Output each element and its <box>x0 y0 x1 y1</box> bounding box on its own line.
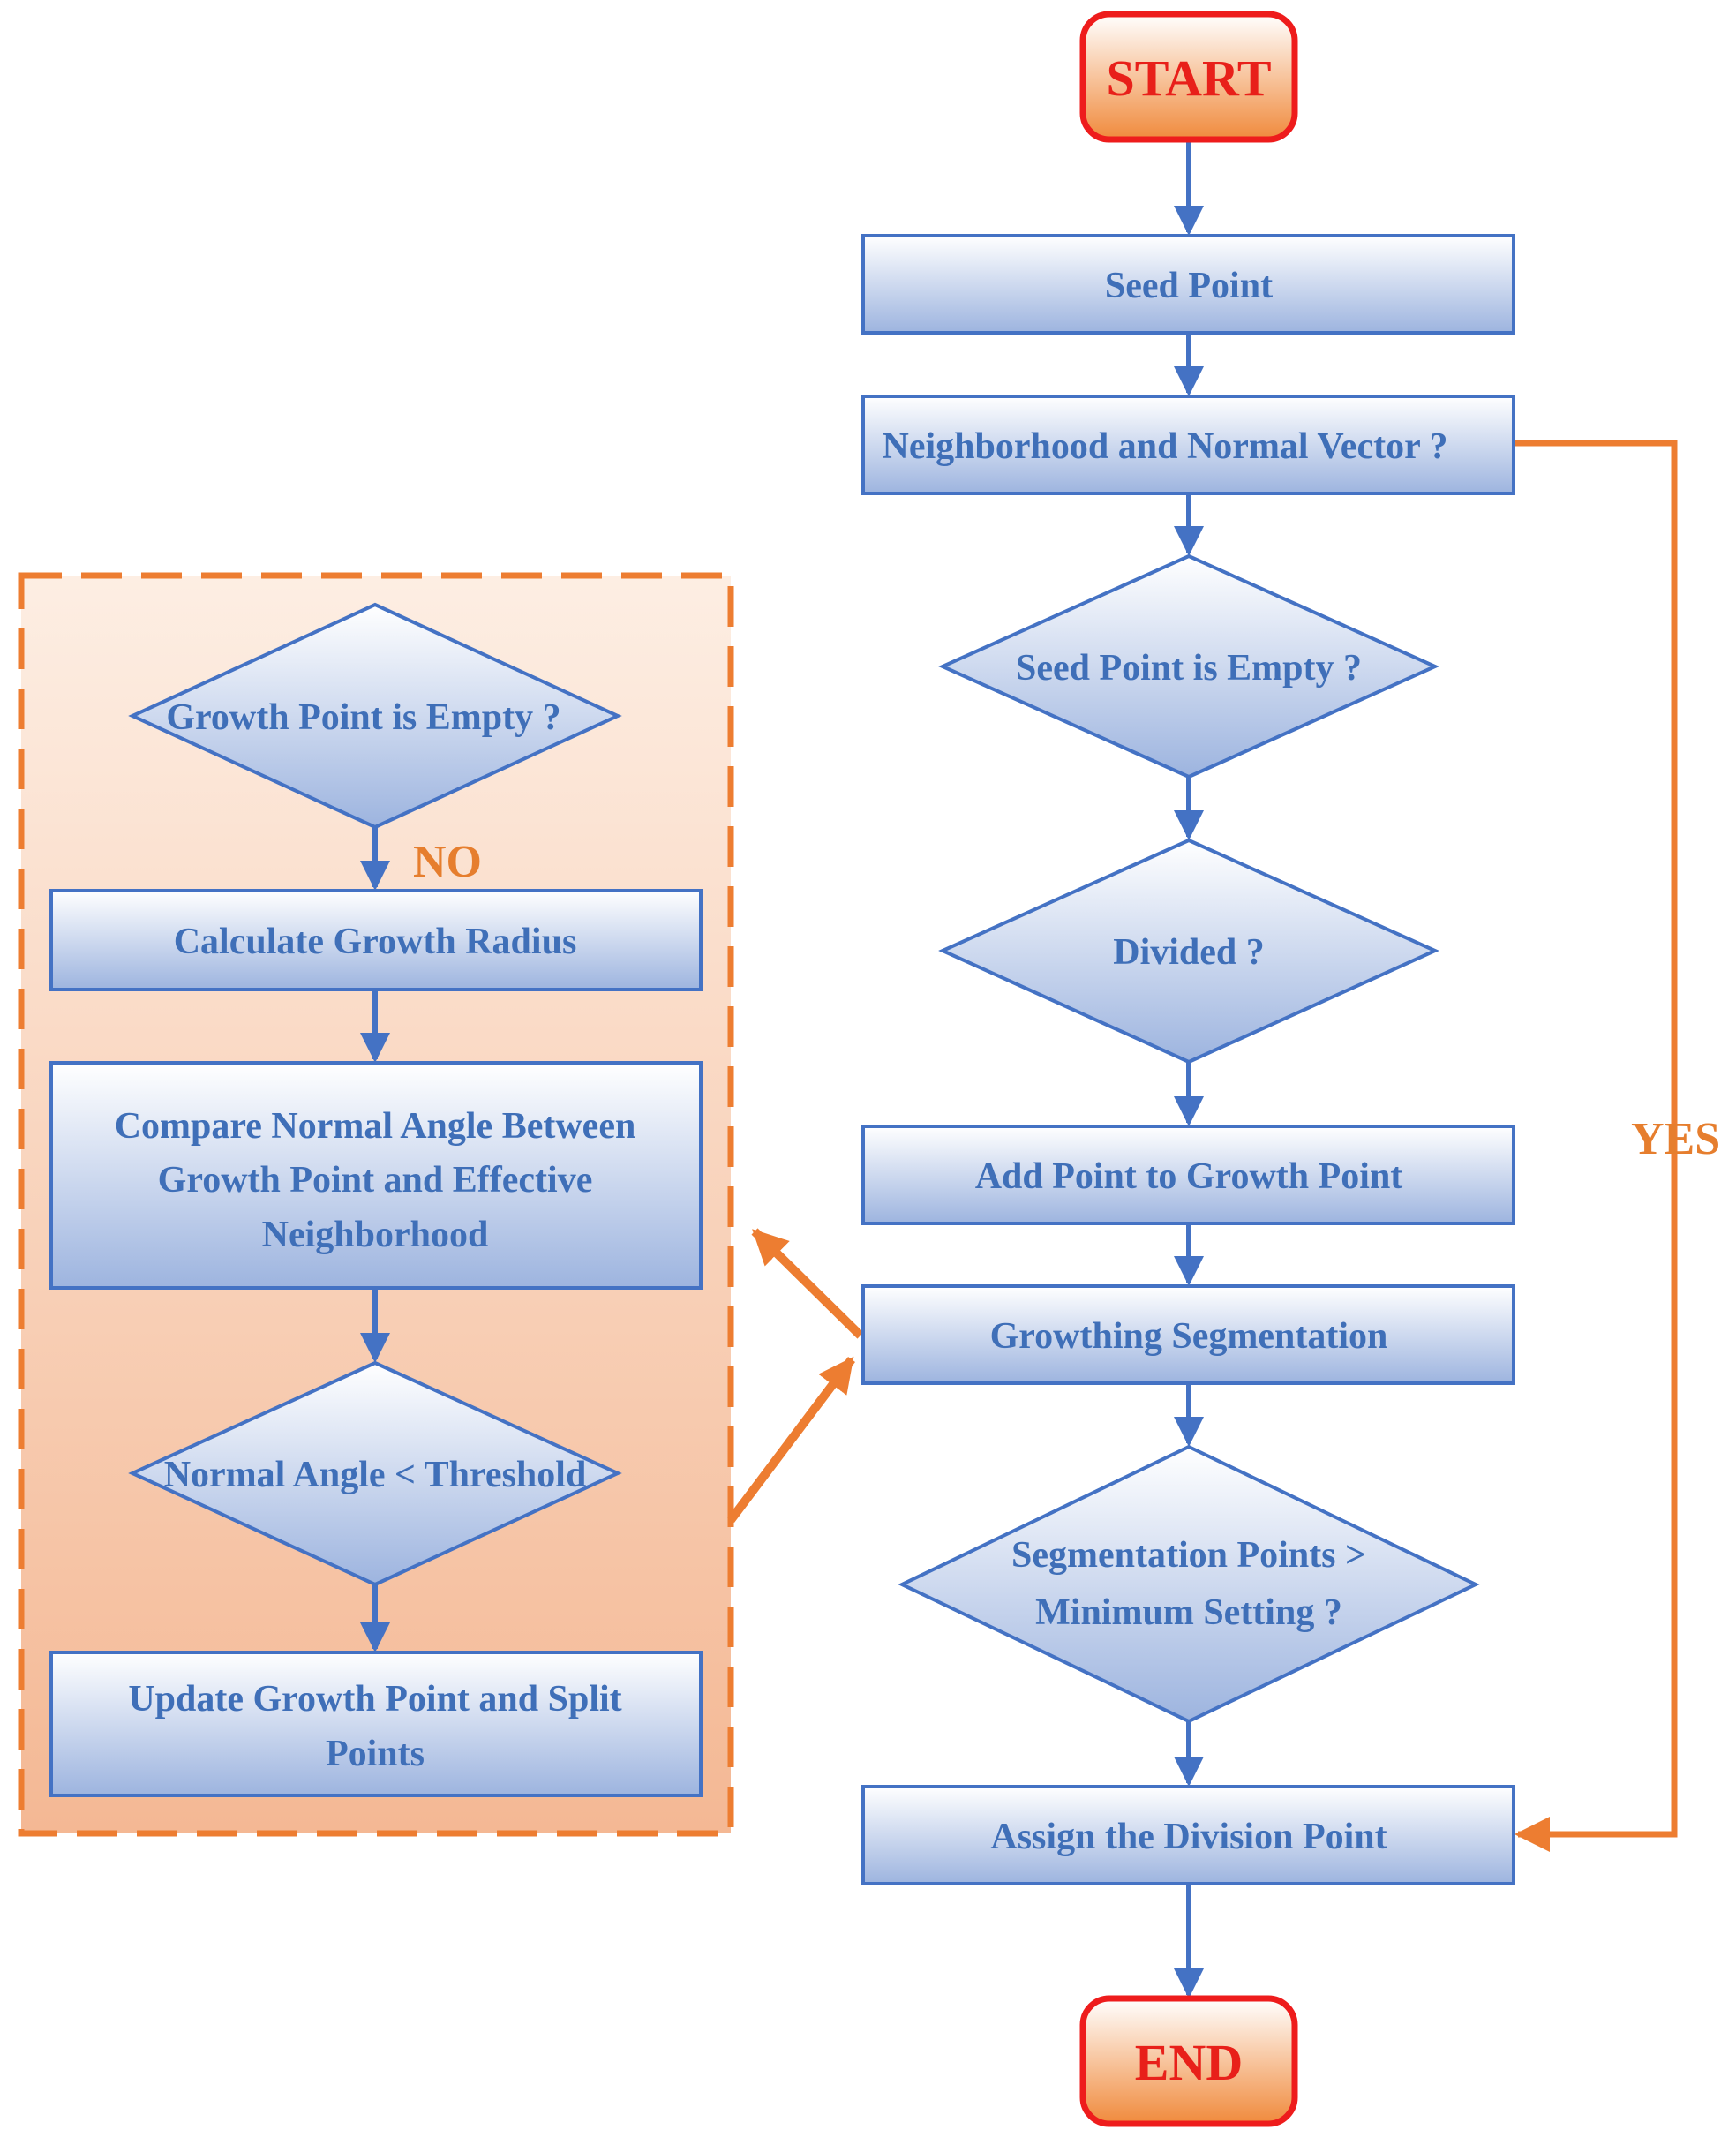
yes-label: YES <box>1631 1114 1720 1164</box>
compare-normal-label-line2: Growth Point and Effective <box>158 1160 593 1200</box>
seed-point-label: Seed Point <box>1105 266 1273 306</box>
assign-division-label: Assign the Division Point <box>990 1817 1387 1857</box>
segmentation-points-label-line1: Segmentation Points > <box>1011 1535 1366 1576</box>
start-label: START <box>1106 49 1271 107</box>
seed-empty-decision[interactable]: Seed Point is Empty ? <box>938 553 1439 779</box>
end-terminal[interactable]: END <box>1079 1995 1298 2127</box>
compare-normal-label-line3: Neighborhood <box>262 1215 489 1255</box>
end-label: END <box>1135 2034 1243 2091</box>
growth-empty-decision[interactable]: Growth Point is Empty ? <box>128 602 622 830</box>
calculate-radius-label: Calculate Growth Radius <box>174 922 577 962</box>
neighborhood-label: Neighborhood and Normal Vector ? <box>883 426 1448 467</box>
segmentation-points-label-line2: Minimum Setting ? <box>1035 1592 1342 1633</box>
connector-panel-to-growthing <box>727 1356 855 1524</box>
neighborhood-box[interactable]: Neighborhood and Normal Vector ? <box>861 395 1515 495</box>
update-growth-label-line1: Update Growth Point and Split <box>128 1679 621 1720</box>
divided-label: Divided ? <box>1113 932 1265 973</box>
compare-normal-label-line1: Compare Normal Angle Between <box>115 1106 636 1147</box>
connector-growthing-to-panel <box>751 1228 864 1339</box>
segmentation-points-decision[interactable]: Segmentation Points > Minimum Setting ? <box>898 1444 1480 1724</box>
add-point-box[interactable]: Add Point to Growth Point <box>861 1125 1515 1225</box>
assign-division-box[interactable]: Assign the Division Point <box>861 1785 1515 1885</box>
growthing-segmentation-box[interactable]: Growthing Segmentation <box>861 1284 1515 1385</box>
normal-angle-label: Normal Angle < Threshold <box>164 1455 587 1495</box>
add-point-label: Add Point to Growth Point <box>975 1156 1403 1197</box>
no-label: NO <box>413 837 482 887</box>
update-growth-box[interactable]: Update Growth Point and Split Points <box>49 1651 703 1797</box>
growthing-segmentation-label: Growthing Segmentation <box>990 1316 1388 1357</box>
growth-empty-label: Growth Point is Empty ? <box>166 697 560 738</box>
normal-angle-decision[interactable]: Normal Angle < Threshold <box>128 1360 622 1587</box>
update-growth-label-line2: Points <box>326 1734 425 1774</box>
start-terminal[interactable]: START <box>1079 11 1298 143</box>
calculate-radius-box[interactable]: Calculate Growth Radius <box>49 889 703 991</box>
compare-normal-box[interactable]: Compare Normal Angle Between Growth Poin… <box>49 1061 703 1290</box>
yes-loop-connector <box>1472 440 1678 1852</box>
seed-point-box[interactable]: Seed Point <box>861 234 1515 335</box>
seed-empty-label: Seed Point is Empty ? <box>1016 648 1362 689</box>
divided-decision[interactable]: Divided ? <box>938 838 1439 1065</box>
